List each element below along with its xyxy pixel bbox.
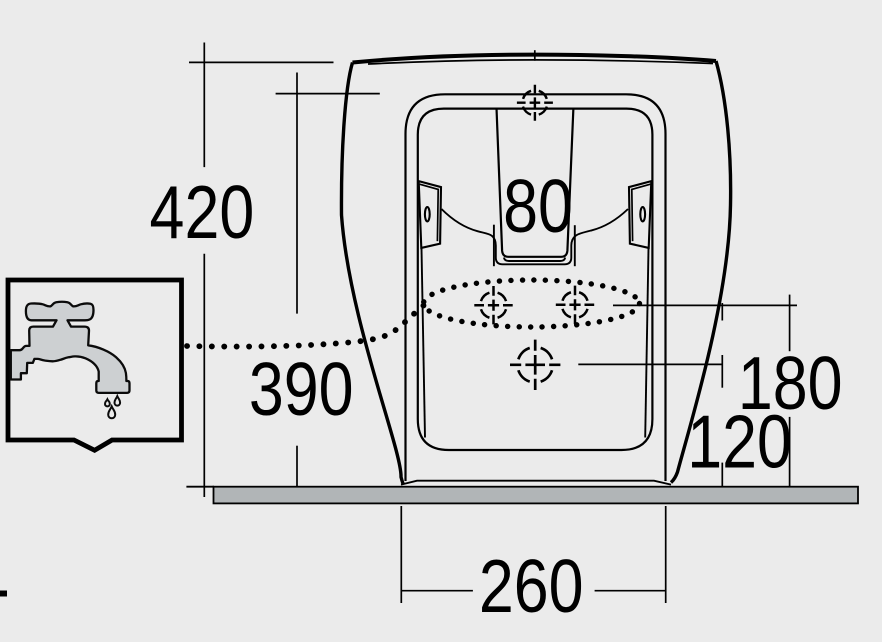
svg-text:80: 80: [503, 164, 573, 249]
svg-text:180: 180: [738, 341, 843, 426]
svg-text:390: 390: [249, 346, 354, 431]
svg-text:420: 420: [150, 169, 255, 254]
svg-text:120: 120: [687, 399, 792, 484]
svg-text:260: 260: [479, 543, 584, 628]
